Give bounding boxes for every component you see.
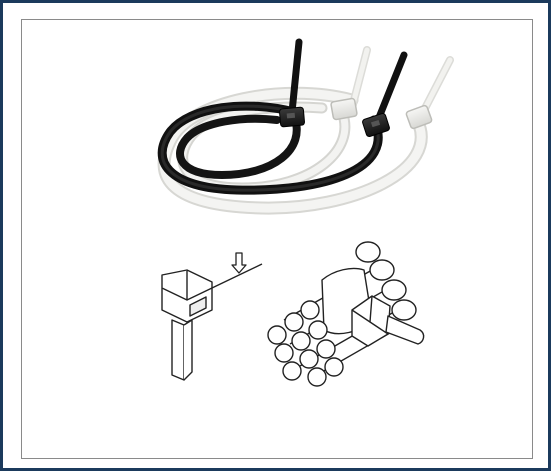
product-illustration	[157, 38, 454, 387]
insert-arrow-icon	[231, 252, 247, 274]
black-cable-tie-icon	[157, 38, 408, 195]
bundled-cables-diagram-icon	[267, 241, 425, 387]
image-card	[3, 3, 548, 468]
product-panel	[21, 19, 533, 459]
tie-head-diagram-icon	[161, 263, 263, 381]
natural-cable-tie-icon	[157, 46, 454, 215]
